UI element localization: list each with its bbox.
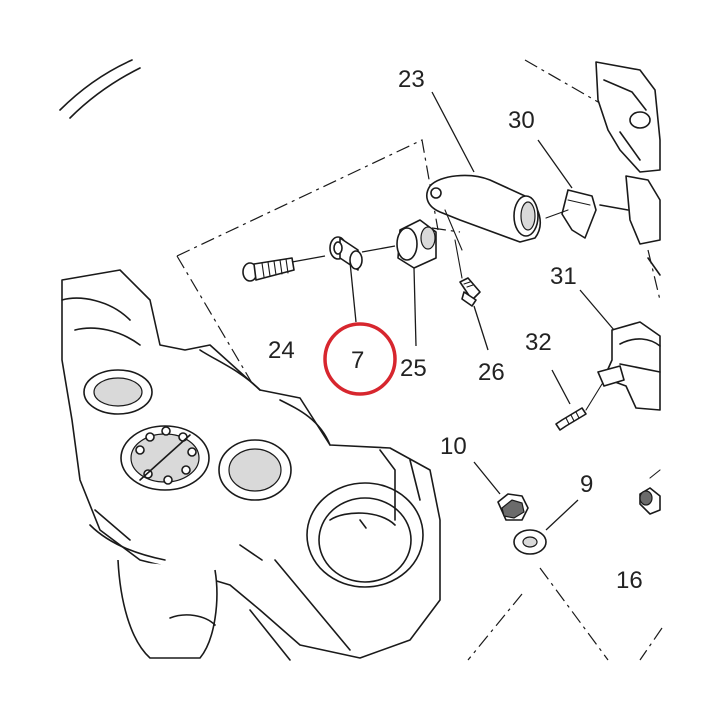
leader-10: [473, 461, 501, 495]
leader-30: [537, 139, 573, 189]
frame-arcs: [59, 59, 141, 119]
callout-7-highlight-ring: [323, 322, 397, 396]
part-7-sleeve: [329, 236, 363, 271]
leader-16-axis: [649, 469, 661, 479]
callout-23: 23: [398, 66, 425, 93]
leader-7-up: [361, 245, 396, 253]
part-31-clamp: [597, 321, 661, 411]
callout-26: 26: [478, 359, 505, 386]
callout-32: 32: [525, 329, 552, 356]
callout-25: 25: [400, 355, 427, 382]
part-16-bolt: [639, 487, 661, 515]
leader-25: [413, 267, 417, 347]
part-24-bolt: [242, 257, 295, 282]
part-23-bracket: [426, 174, 541, 251]
leader-31: [579, 289, 615, 331]
callout-31: 31: [550, 263, 577, 290]
callout-30: 30: [508, 107, 535, 134]
leader-26-axis: [454, 239, 463, 279]
callout-9: 9: [580, 471, 593, 498]
leader-24: [291, 255, 326, 263]
leader-9: [545, 499, 579, 531]
leader-7: [349, 261, 357, 323]
leader-26: [473, 305, 489, 351]
part-32-screw: [555, 383, 603, 431]
part-26-screw: [459, 277, 481, 307]
part-30-clip: [545, 189, 597, 239]
callout-10: 10: [440, 433, 467, 460]
frame-mount-right: [595, 61, 661, 276]
callout-7: 7: [351, 347, 364, 374]
part-9-washer: [513, 529, 547, 555]
bolt-ring: [135, 426, 197, 485]
callout-16: 16: [616, 567, 643, 594]
centerlines-right: [467, 59, 663, 661]
part-10-nut: [497, 493, 529, 521]
top-yoke: [61, 269, 441, 661]
leader-32: [551, 369, 571, 405]
part-25-bushing: [396, 219, 437, 269]
callout-24: 24: [268, 337, 295, 364]
leader-23: [431, 91, 475, 173]
